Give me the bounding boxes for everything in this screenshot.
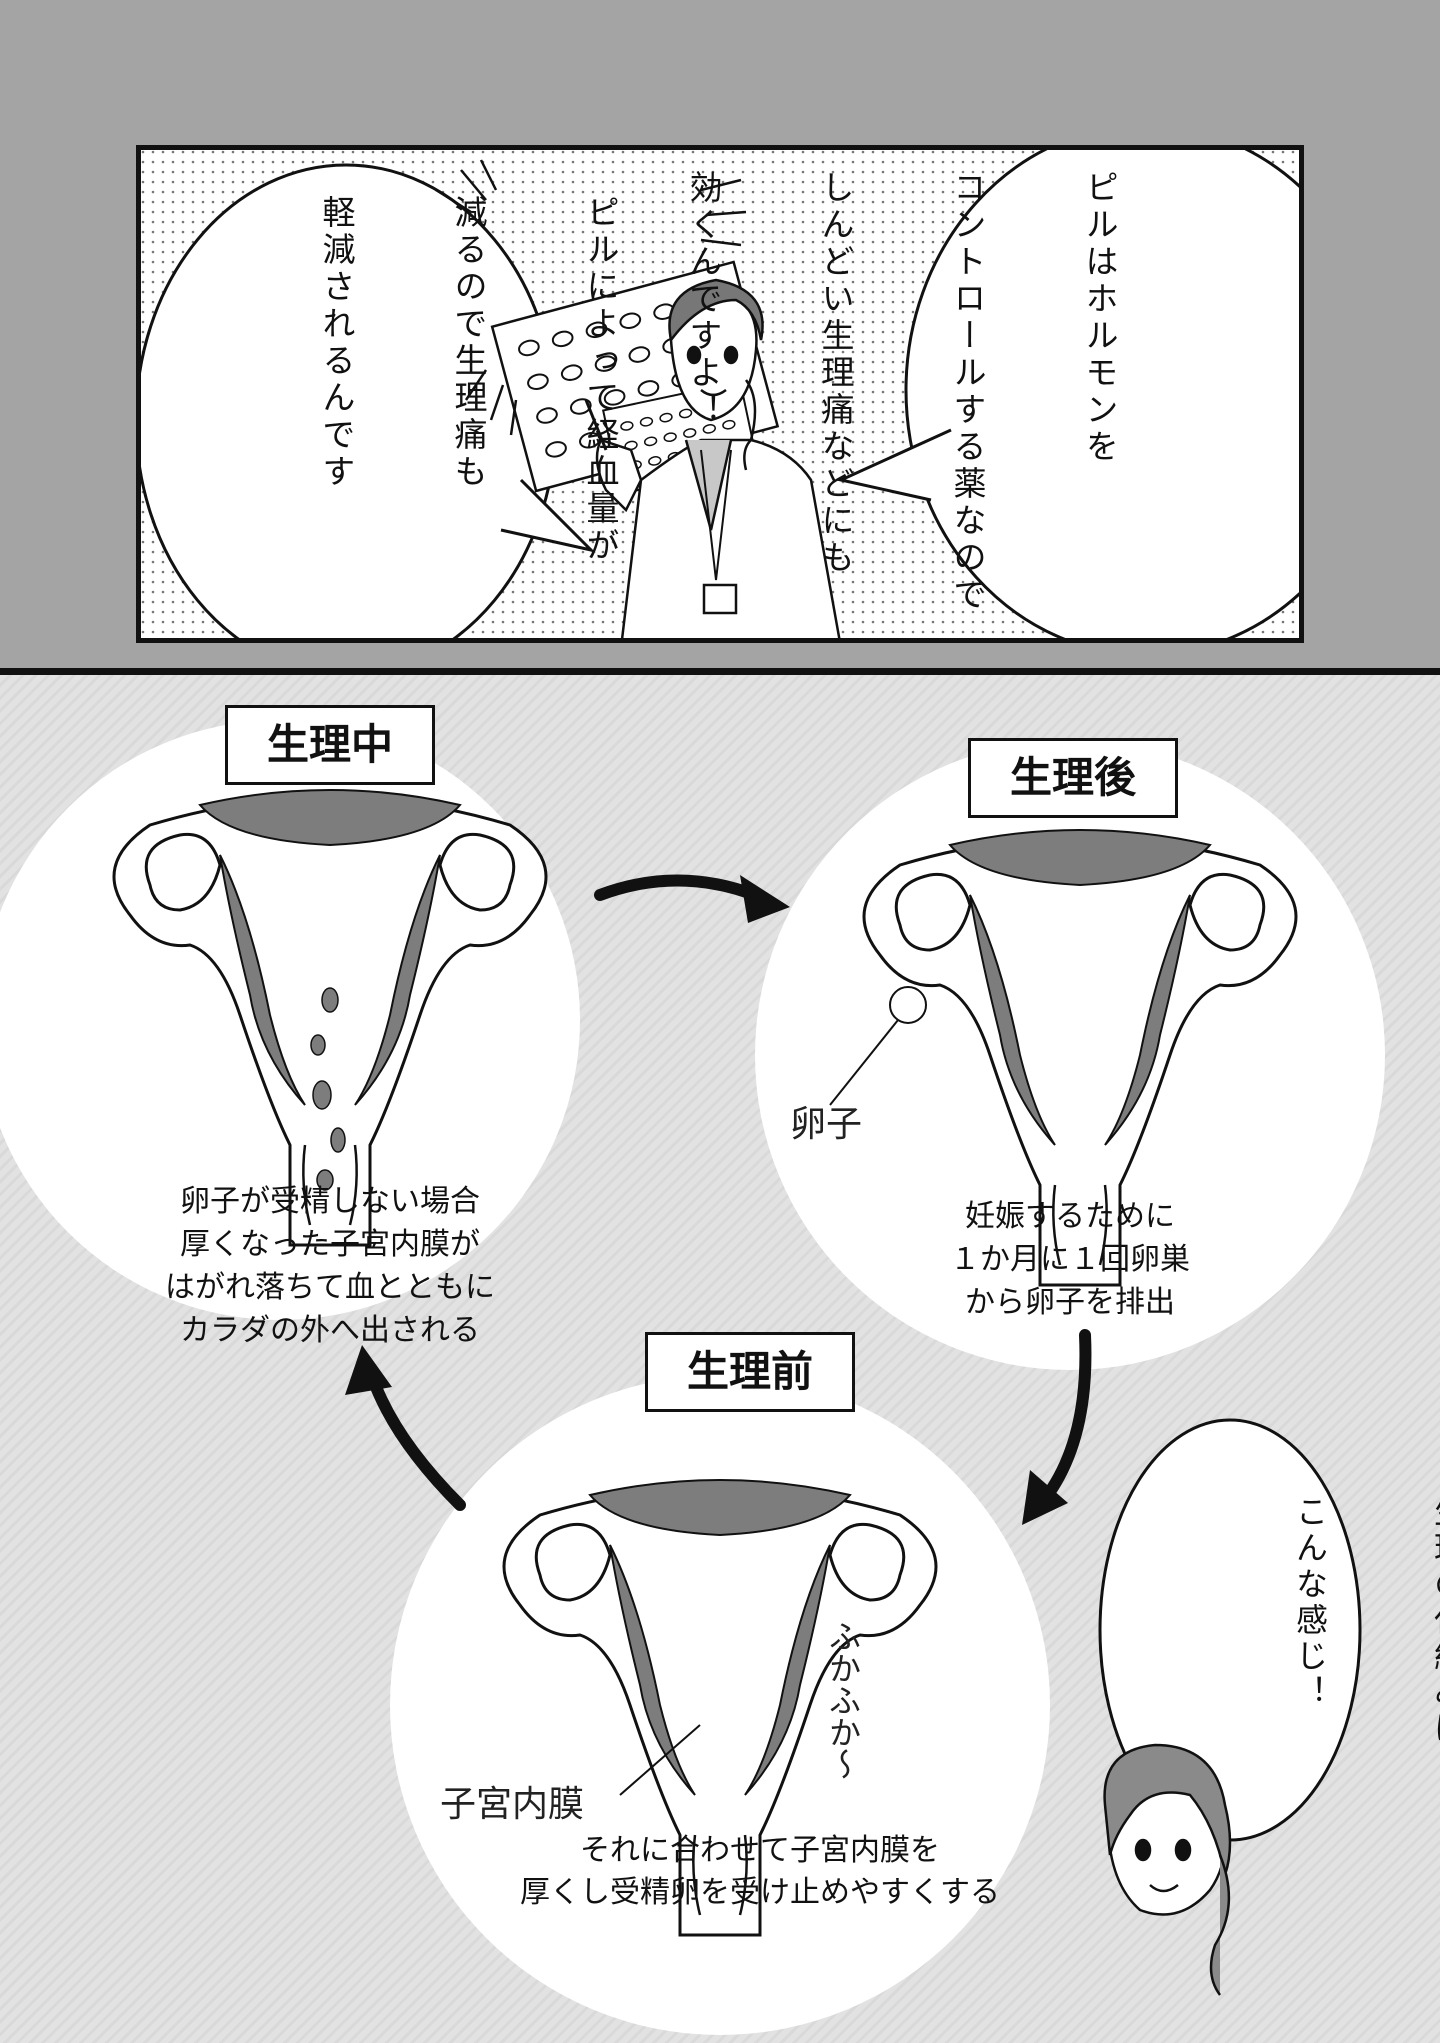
caption-line: 厚くなった子宮内膜が <box>180 1227 480 1262</box>
caption-line: １か月に１回卵巣 <box>950 1242 1190 1277</box>
label-before: 生理前 <box>645 1332 855 1412</box>
emphasis-lines <box>435 159 747 436</box>
caption-line: 厚くし受精卵を受け止めやすくする <box>520 1875 1000 1910</box>
cycle-diagram: 生理中 生理後 生理前 卵子が受精しない場合 厚くなった子宮内膜が はがれ落ちて… <box>0 675 1440 2043</box>
speech-line: こんな感じ！ <box>1291 1495 1329 1711</box>
girl-figure <box>1103 1743 1232 1996</box>
menstrual-drops <box>310 987 346 1191</box>
left-bubble-line: ピルによって経血量が <box>581 195 620 565</box>
caption-line: 卵子が受精しない場合 <box>180 1184 480 1219</box>
arrow-during-to-after <box>594 874 766 903</box>
right-bubble-text: ピルはホルモンを コントロールする薬なので しんどい生理痛などにも 効くんですよ… <box>593 170 1209 614</box>
endometrium-label: 子宮内膜 <box>440 1784 585 1825</box>
comic-panel: ピルはホルモンを コントロールする薬なので しんどい生理痛などにも 効くんですよ… <box>136 145 1304 643</box>
caption-after: 妊娠するために １か月に１回卵巣 から卵子を排出 <box>940 1195 1200 1324</box>
caption-line: から卵子を排出 <box>965 1285 1175 1320</box>
arrow-heads <box>345 875 1068 1525</box>
arrow-before-to-during <box>364 1364 466 1511</box>
egg-label: 卵子 <box>790 1104 863 1145</box>
cycle-illustration <box>0 720 1385 2035</box>
speech-bubble-left <box>141 163 596 638</box>
girl-speech-text: 生理の仕組みは こんな感じ！ <box>1195 1495 1440 1785</box>
right-bubble-line: ピルはホルモンを <box>1080 170 1119 466</box>
label-after: 生理後 <box>968 738 1178 818</box>
egg-pointer <box>829 1019 899 1106</box>
speech-bubble-right <box>836 150 1299 638</box>
panel-illustration <box>141 150 1299 638</box>
right-bubble-line: 効くんですよ！ <box>684 170 723 429</box>
doctor-figure <box>584 278 841 638</box>
right-bubble-line: しんどい生理痛などにも <box>816 170 855 577</box>
label-during: 生理中 <box>225 705 435 785</box>
right-bubble-line: コントロールする薬なので <box>948 170 987 614</box>
caption-line: 妊娠するために <box>965 1199 1175 1234</box>
caption-line: はがれ落ちて血とともに <box>165 1270 495 1305</box>
speech-line: 生理の仕組みは <box>1429 1495 1440 1747</box>
caption-during: 卵子が受精しない場合 厚くなった子宮内膜が はがれ落ちて血とともに カラダの外へ… <box>140 1180 520 1352</box>
endometrium-pointer <box>619 1724 701 1796</box>
egg-icon <box>889 986 927 1024</box>
section-divider <box>0 668 1440 675</box>
left-bubble-line: 軽減されるんです <box>317 195 356 491</box>
caption-line: カラダの外へ出される <box>180 1313 480 1348</box>
caption-before: それに合わせて子宮内膜を 厚くし受精卵を受け止めやすくする <box>500 1830 1020 1914</box>
fluffy-sfx: ふかふか～ <box>824 1620 862 1780</box>
caption-line: それに合わせて子宮内膜を <box>580 1833 940 1868</box>
left-bubble-text: ピルによって経血量が 減るので生理痛も 軽減されるんです <box>226 195 710 575</box>
left-bubble-line: 減るので生理痛も <box>449 195 488 491</box>
